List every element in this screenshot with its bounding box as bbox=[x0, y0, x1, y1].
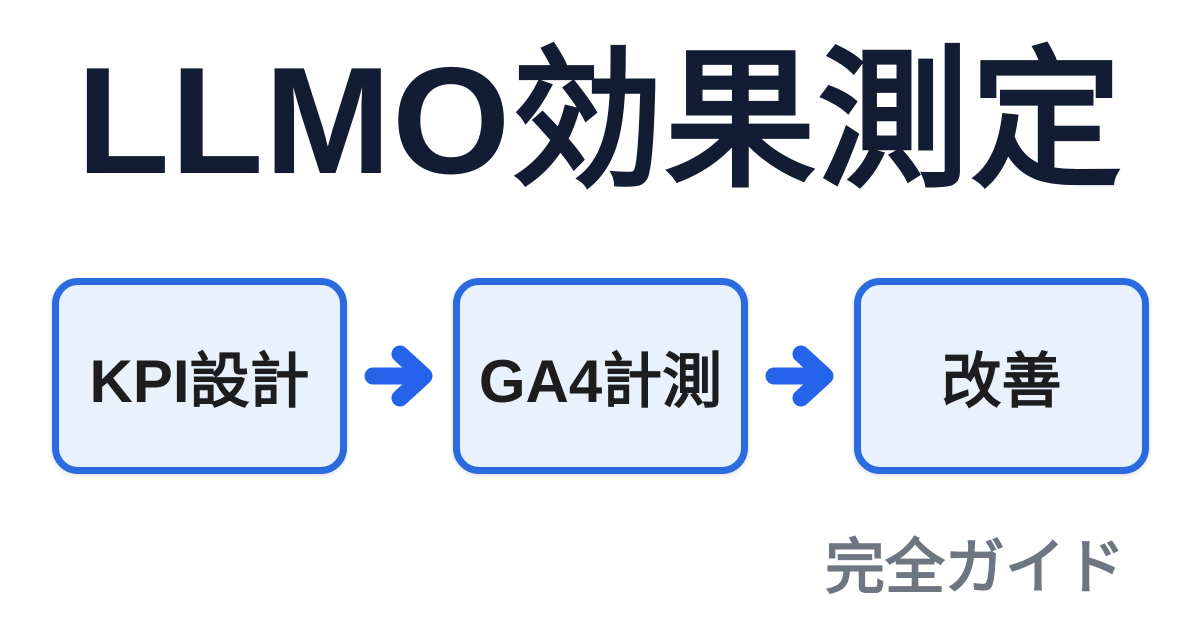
flow-step-improvement: 改善 bbox=[854, 278, 1149, 474]
flow-step-ga4-measurement: GA4計測 bbox=[453, 278, 748, 474]
page-title: LLMO効果測定 bbox=[76, 36, 1124, 206]
flow-step-label: 改善 bbox=[941, 347, 1062, 415]
flow-step-label: GA4計測 bbox=[478, 347, 723, 415]
flow-diagram: KPI設計 GA4計測 改善 bbox=[52, 278, 1149, 474]
footer-caption: 完全ガイド bbox=[825, 534, 1125, 601]
right-arrow-icon bbox=[364, 345, 433, 407]
flow-step-kpi-design: KPI設計 bbox=[52, 278, 347, 474]
flow-step-label: KPI設計 bbox=[89, 347, 310, 415]
right-arrow-icon bbox=[765, 345, 834, 407]
